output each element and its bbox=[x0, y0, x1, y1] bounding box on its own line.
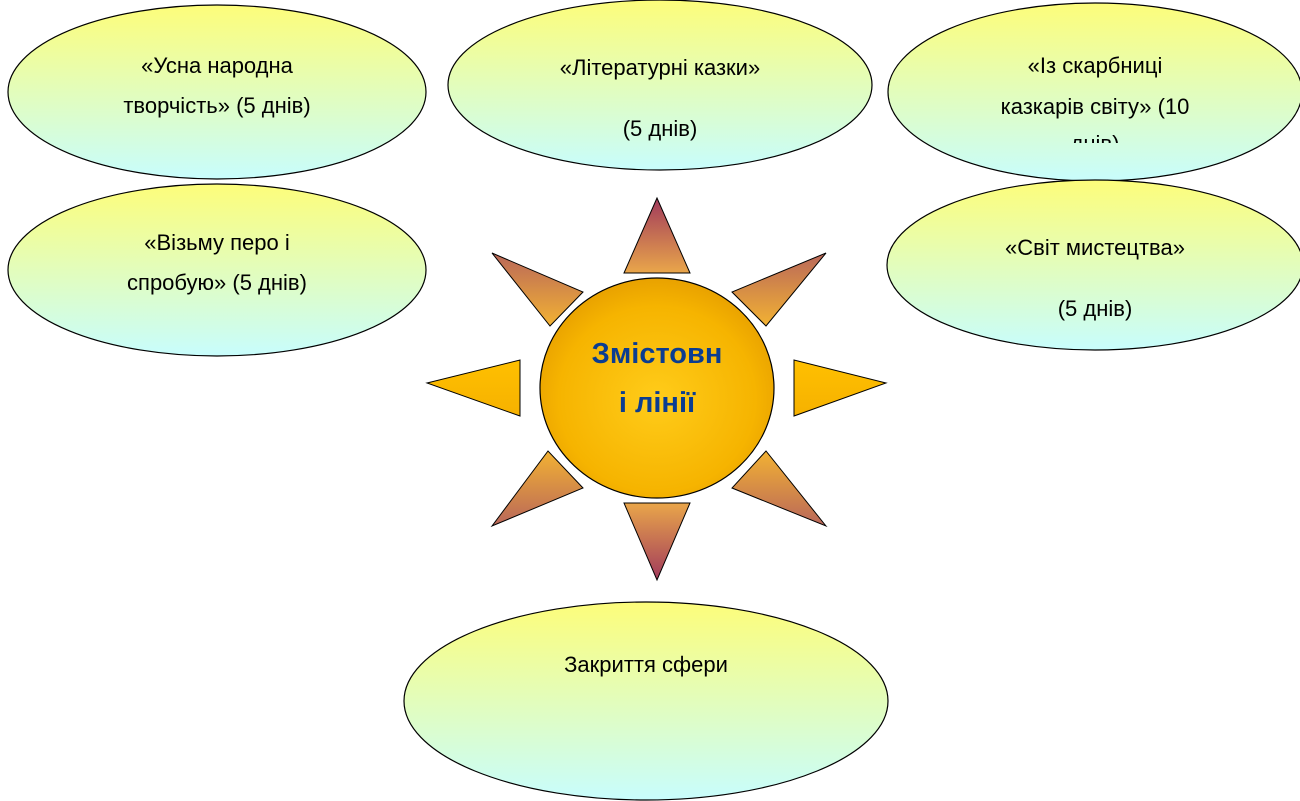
sun-ray-right bbox=[793, 359, 888, 417]
topic-oral-folk: «Усна народна творчість» (5 днів) bbox=[7, 4, 427, 180]
topic-world-of-art-ellipse bbox=[886, 179, 1300, 351]
topic-world-of-art-line-1: «Світ мистецтва» bbox=[1005, 235, 1185, 260]
topic-pen-try-ellipse bbox=[7, 183, 427, 357]
topic-world-storytellers-line-2: казкарів світу» (10 bbox=[1001, 94, 1190, 119]
topic-oral-folk-line-2: творчість» (5 днів) bbox=[123, 93, 310, 118]
topic-world-of-art-line-2: (5 днів) bbox=[1058, 296, 1133, 321]
sun-center-ellipse bbox=[539, 277, 775, 499]
topic-world-storytellers-ellipse bbox=[887, 2, 1300, 182]
sun-ray-top-left bbox=[491, 252, 584, 327]
topic-pen-try: «Візьму перо і спробую» (5 днів) bbox=[7, 183, 427, 357]
topic-literary-tales-ellipse bbox=[447, 0, 873, 171]
topic-pen-try-line-1: «Візьму перо і bbox=[144, 230, 289, 255]
topic-world-storytellers: «Із скарбниці казкарів світу» (10 днів) bbox=[887, 2, 1300, 182]
sun-ray-top-right bbox=[731, 252, 827, 327]
topic-oral-folk-line-1: «Усна народна bbox=[141, 53, 294, 78]
center-title-line-2: і лінії bbox=[619, 387, 696, 419]
topic-closing: Закриття сфери bbox=[403, 601, 889, 801]
sun-ray-bottom bbox=[623, 502, 691, 582]
topic-literary-tales: «Літературні казки» (5 днів) bbox=[447, 0, 873, 171]
topic-closing-line-1: Закриття сфери bbox=[564, 652, 728, 677]
topic-world-of-art: «Світ мистецтва» (5 днів) bbox=[886, 179, 1300, 351]
sun-ray-bottom-right bbox=[731, 450, 828, 528]
sun-ray-left bbox=[425, 359, 521, 417]
topic-pen-try-line-2: спробую» (5 днів) bbox=[127, 270, 307, 295]
sun-center: Змістовн і лінії bbox=[539, 277, 775, 499]
topic-world-storytellers-line-1: «Із скарбниці bbox=[1028, 53, 1163, 78]
topic-oral-folk-ellipse bbox=[7, 4, 427, 180]
center-title-line-1: Змістовн bbox=[592, 338, 723, 370]
topic-literary-tales-line-1: «Літературні казки» bbox=[560, 55, 760, 80]
sun-ray-top bbox=[623, 196, 691, 274]
sun-ray-bottom-left bbox=[490, 450, 584, 528]
topic-closing-ellipse bbox=[403, 601, 889, 801]
sun-rays bbox=[425, 196, 888, 582]
topic-literary-tales-line-2: (5 днів) bbox=[623, 116, 698, 141]
topic-world-storytellers-line-3: днів) bbox=[1071, 131, 1120, 156]
